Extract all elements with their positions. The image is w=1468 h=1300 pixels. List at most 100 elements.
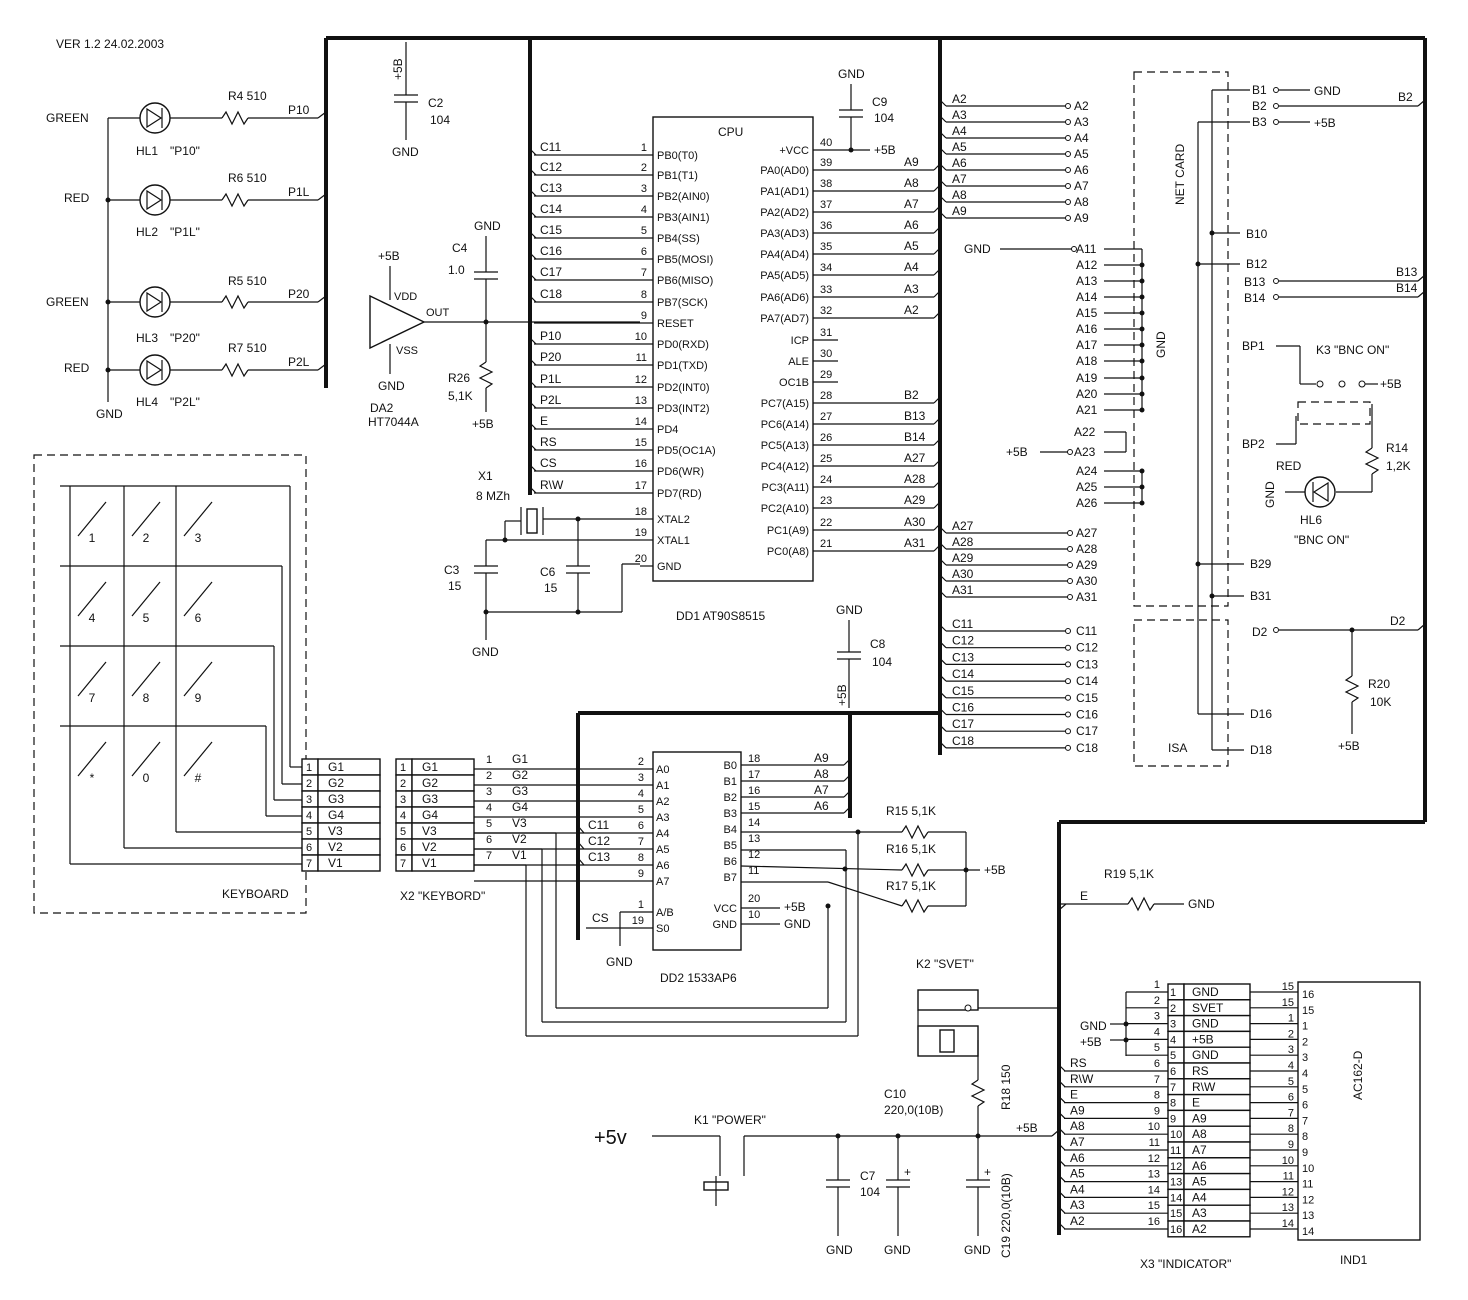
cpu-right-pin-name: PC3(A11) xyxy=(762,482,809,494)
key-label: * xyxy=(90,771,95,785)
isa-net-left: C16 xyxy=(952,701,974,715)
cpu-right-pin-num: 26 xyxy=(820,432,832,444)
dd2-pin-num: 11 xyxy=(748,865,759,877)
bus-entry xyxy=(939,147,947,155)
conn-pin-num: 7 xyxy=(306,858,312,870)
addr-pin-right: A3 xyxy=(1074,115,1089,129)
cpu-left-net: C13 xyxy=(540,181,562,195)
dd2-vcc-net: +5B xyxy=(784,900,806,914)
k2-title: K2 "SVET" xyxy=(916,957,974,971)
x3-net-label: R\W xyxy=(1070,1072,1094,1086)
dd2-right-net: A6 xyxy=(814,799,829,813)
x3-pin-index: 5 xyxy=(1170,1050,1176,1062)
isa-net-left: A28 xyxy=(952,535,974,549)
ind1-right-num: 7 xyxy=(1302,1115,1308,1127)
x3-outer-num: 14 xyxy=(1148,1184,1160,1196)
key-switch xyxy=(131,501,161,537)
isa-a-pin: A24 xyxy=(1076,464,1098,478)
key-label: 9 xyxy=(195,691,202,705)
conn-pin-net: G2 xyxy=(422,776,438,790)
isa-net-left: C15 xyxy=(952,684,974,698)
ind1-right-num: 9 xyxy=(1302,1147,1308,1159)
bus-entry xyxy=(933,438,941,446)
ind1-left-num: 6 xyxy=(1288,1092,1294,1104)
ind1-left-num: 13 xyxy=(1282,1202,1294,1214)
da2-vdd: VDD xyxy=(394,291,417,303)
x3-outer-num: 10 xyxy=(1148,1121,1160,1133)
isa-gnd-label: GND xyxy=(1154,331,1168,358)
ind1-left-num: 15 xyxy=(1282,997,1294,1009)
bus-entry xyxy=(933,480,941,488)
isa-a-pin: A29 xyxy=(1076,558,1098,572)
key-switch xyxy=(131,581,161,617)
led-tag: "P10" xyxy=(170,144,200,158)
resistor-r20: R20 10K +5B xyxy=(1338,630,1391,753)
bus-entry xyxy=(529,337,537,345)
dd2-ab-num: 1 xyxy=(638,899,644,911)
cpu-left-net: C12 xyxy=(540,160,562,174)
cpu-left-pin-name: PD4 xyxy=(657,424,678,436)
x3-outer-num: 1 xyxy=(1154,979,1160,991)
cpu-left-net: P20 xyxy=(540,350,562,364)
bus-entry xyxy=(843,790,851,798)
key-switch xyxy=(183,581,213,617)
cpu-right-pin-num: 23 xyxy=(820,495,832,507)
cpu-left-net: RS xyxy=(540,435,557,449)
dd2-pin-name: A6 xyxy=(656,860,669,872)
bus-entry xyxy=(529,380,537,388)
cpu-right-pin-name: PA4(AD4) xyxy=(760,249,809,261)
mux-dd2: DD2 1533AP6 2A03A14A25A36A47A58A69A7C11C… xyxy=(474,751,903,1037)
cpu-left-pin-num: 5 xyxy=(641,225,647,237)
cpu-right-pin-name: PC4(A12) xyxy=(761,461,809,473)
cpu-left-pin-num: 4 xyxy=(641,204,647,216)
conn-pin-net: V1 xyxy=(422,856,437,870)
cpu-right-net: A7 xyxy=(904,197,919,211)
cpu-left-pin-name: PD5(OC1A) xyxy=(657,445,716,457)
conn-pin-num: 4 xyxy=(306,810,312,822)
conn-pin-num: 2 xyxy=(400,778,406,790)
cpu-name: DD1 AT90S8515 xyxy=(676,609,765,623)
x3-gnd-in: GND xyxy=(1080,1019,1107,1033)
terminal xyxy=(1065,644,1071,651)
c7-plus: + xyxy=(904,1165,911,1179)
cpu-left-pin-num: 13 xyxy=(635,395,647,407)
cpu-left-net: C17 xyxy=(540,265,562,279)
cpu-right-pin-num: 37 xyxy=(820,199,832,211)
bus-entry xyxy=(939,526,947,534)
ind1-right-num: 10 xyxy=(1302,1163,1314,1175)
x3-pin-index: 1 xyxy=(1170,987,1176,999)
resistor-label: R7 510 xyxy=(228,341,267,355)
addr-net-left: A4 xyxy=(952,124,967,138)
x3-pin-name: SVET xyxy=(1192,1001,1224,1015)
net-label: P20 xyxy=(288,287,310,301)
dd2-pin-name: A0 xyxy=(656,764,669,776)
conn-pin-net: V3 xyxy=(422,824,437,838)
dd2-pin-name: B4 xyxy=(724,824,737,836)
r20-plus: +5B xyxy=(1338,739,1360,753)
cpu-right-pin-name: ALE xyxy=(788,356,809,368)
conn-pin-net: G4 xyxy=(328,808,344,822)
b1-net: GND xyxy=(1314,84,1341,98)
led-color: GREEN xyxy=(46,111,89,125)
bus-entry xyxy=(577,841,585,850)
terminal xyxy=(1065,628,1071,634)
cpu-left-pin-name: PB0(T0) xyxy=(657,150,698,162)
conn-net-cell xyxy=(411,854,475,872)
x3-pin-index: 14 xyxy=(1170,1192,1182,1204)
isa-a-pin: A30 xyxy=(1076,574,1098,588)
dd2-name: DD2 1533AP6 xyxy=(660,971,737,985)
version-label: VER 1.2 24.02.2003 xyxy=(56,37,164,51)
ind1-left-num: 1 xyxy=(1288,1013,1294,1025)
dd2-pin-name: B5 xyxy=(724,840,737,852)
x3-pin-name: A4 xyxy=(1192,1190,1207,1204)
key-label: 5 xyxy=(143,611,150,625)
x2-pin-num: 7 xyxy=(486,850,492,862)
bus-entry xyxy=(529,252,537,260)
bus-entry xyxy=(529,358,537,366)
cpu-right-pin-name: OC1B xyxy=(779,377,809,389)
ind1-right-num: 5 xyxy=(1302,1084,1308,1096)
x1-ref: X1 xyxy=(478,469,493,483)
c19-ref: C19 220,0(10B) xyxy=(999,1173,1013,1258)
r19-gnd: GND xyxy=(1188,897,1215,911)
key-switch xyxy=(183,661,213,697)
